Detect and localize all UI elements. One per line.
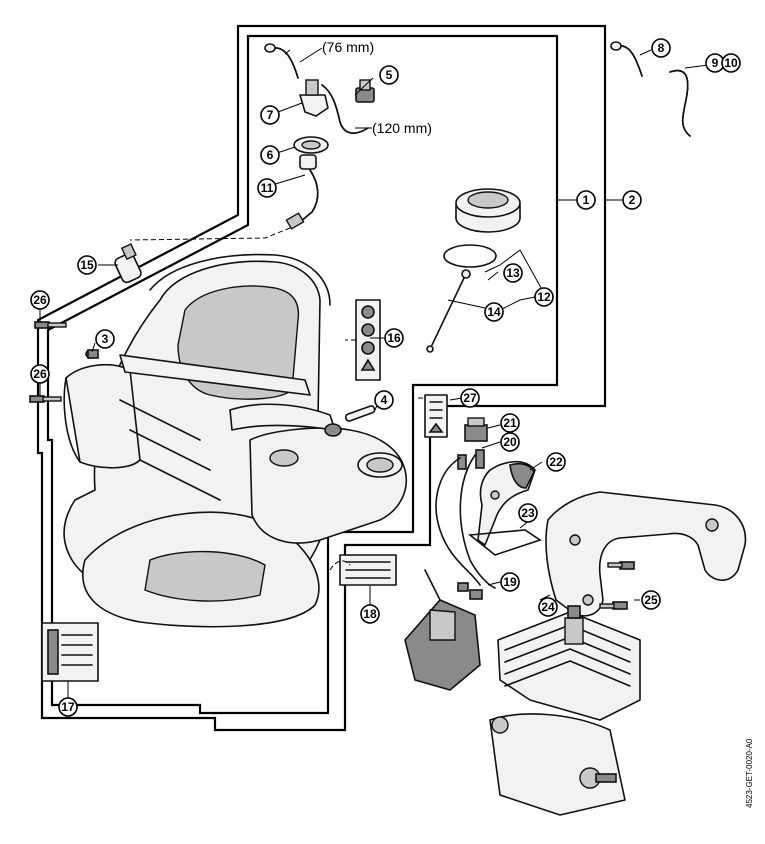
o-ring [443, 244, 497, 268]
callout-1: 1 [576, 190, 596, 210]
vent-valve [299, 79, 369, 134]
hose-short [264, 43, 299, 79]
retaining-strap [426, 269, 471, 353]
callout-11: 11 [257, 178, 277, 198]
contact-spring-20 [457, 449, 485, 470]
callout-9: 9 [705, 53, 725, 73]
grommet-ring [293, 136, 329, 154]
screw-25-bottom [599, 601, 628, 610]
callout-6: 6 [260, 145, 280, 165]
svg-text:20: 20 [503, 435, 517, 449]
callout-2: 2 [622, 190, 642, 210]
throttle-trigger [477, 460, 536, 546]
callout-4: 4 [374, 390, 394, 410]
callout-7: 7 [260, 105, 280, 125]
callout-3: 3 [95, 329, 115, 349]
svg-text:13: 13 [506, 266, 520, 280]
callout-17: 17 [58, 697, 78, 717]
svg-text:23: 23 [521, 506, 535, 520]
callout-18: 18 [360, 604, 380, 624]
callout-10: 10 [721, 53, 741, 73]
callout-14: 14 [484, 302, 504, 322]
screw-25-top [607, 561, 635, 570]
callout-20: 20 [500, 432, 520, 452]
svg-text:18: 18 [363, 607, 377, 621]
callout-19: 19 [500, 572, 520, 592]
callout-23: 23 [518, 503, 538, 523]
label-16 [355, 299, 381, 381]
svg-text:3: 3 [102, 332, 109, 346]
callout-22: 22 [546, 452, 566, 472]
screw-26-top [34, 321, 67, 329]
svg-text:26: 26 [33, 367, 47, 381]
callout-21: 21 [500, 413, 520, 433]
svg-text:27: 27 [463, 391, 477, 405]
svg-text:5: 5 [386, 68, 393, 82]
callout-26-bottom: 26 [30, 364, 50, 384]
svg-text:26: 26 [33, 293, 47, 307]
svg-text:7: 7 [267, 108, 274, 122]
svg-text:11: 11 [261, 181, 274, 195]
svg-text:12: 12 [537, 290, 551, 304]
label-27 [424, 394, 448, 438]
callout-25: 25 [641, 590, 661, 610]
fuel-hose [285, 154, 319, 230]
label-17 [41, 622, 99, 682]
svg-text:4: 4 [381, 393, 388, 407]
svg-text:15: 15 [80, 258, 94, 272]
svg-text:24: 24 [541, 600, 555, 614]
assembly-outline-1 [46, 34, 559, 715]
tank-cap [455, 188, 521, 233]
connector-19 [457, 582, 483, 600]
label-18 [339, 554, 397, 586]
switch-21 [464, 417, 488, 442]
screw-26-bottom [29, 395, 62, 403]
callout-27: 27 [460, 388, 480, 408]
callout-16: 16 [384, 328, 404, 348]
ignition-module [404, 569, 481, 691]
svg-text:17: 17 [61, 700, 75, 714]
callout-26-top: 26 [30, 290, 50, 310]
hose-short-label: (76 mm) [322, 39, 374, 55]
callout-13: 13 [503, 263, 523, 283]
assembly-outline-2 [36, 24, 607, 732]
blower-housing [63, 253, 407, 628]
svg-text:9: 9 [712, 56, 719, 70]
document-number: 4523-GET-0020-A0 [745, 738, 754, 808]
svg-text:16: 16 [387, 331, 401, 345]
svg-text:2: 2 [629, 193, 636, 207]
fuel-pickup [114, 243, 142, 284]
hose-8 [610, 41, 643, 77]
hose-long-label: (120 mm) [372, 120, 432, 136]
svg-text:22: 22 [549, 455, 563, 469]
svg-text:21: 21 [503, 416, 517, 430]
hose-9 [669, 69, 691, 137]
svg-text:10: 10 [724, 56, 738, 70]
svg-text:8: 8 [658, 41, 665, 55]
wiring-harness [435, 454, 496, 589]
callout-24: 24 [538, 597, 558, 617]
callout-8: 8 [651, 38, 671, 58]
callout-5: 5 [379, 65, 399, 85]
callout-15: 15 [77, 255, 97, 275]
callout-12: 12 [534, 287, 554, 307]
svg-text:25: 25 [644, 593, 658, 607]
throttle-rod [467, 529, 542, 556]
engine [489, 605, 641, 816]
svg-text:1: 1 [583, 193, 590, 207]
svg-text:14: 14 [487, 305, 501, 319]
svg-text:19: 19 [503, 575, 517, 589]
svg-text:6: 6 [267, 148, 274, 162]
pin-4 [344, 405, 376, 422]
